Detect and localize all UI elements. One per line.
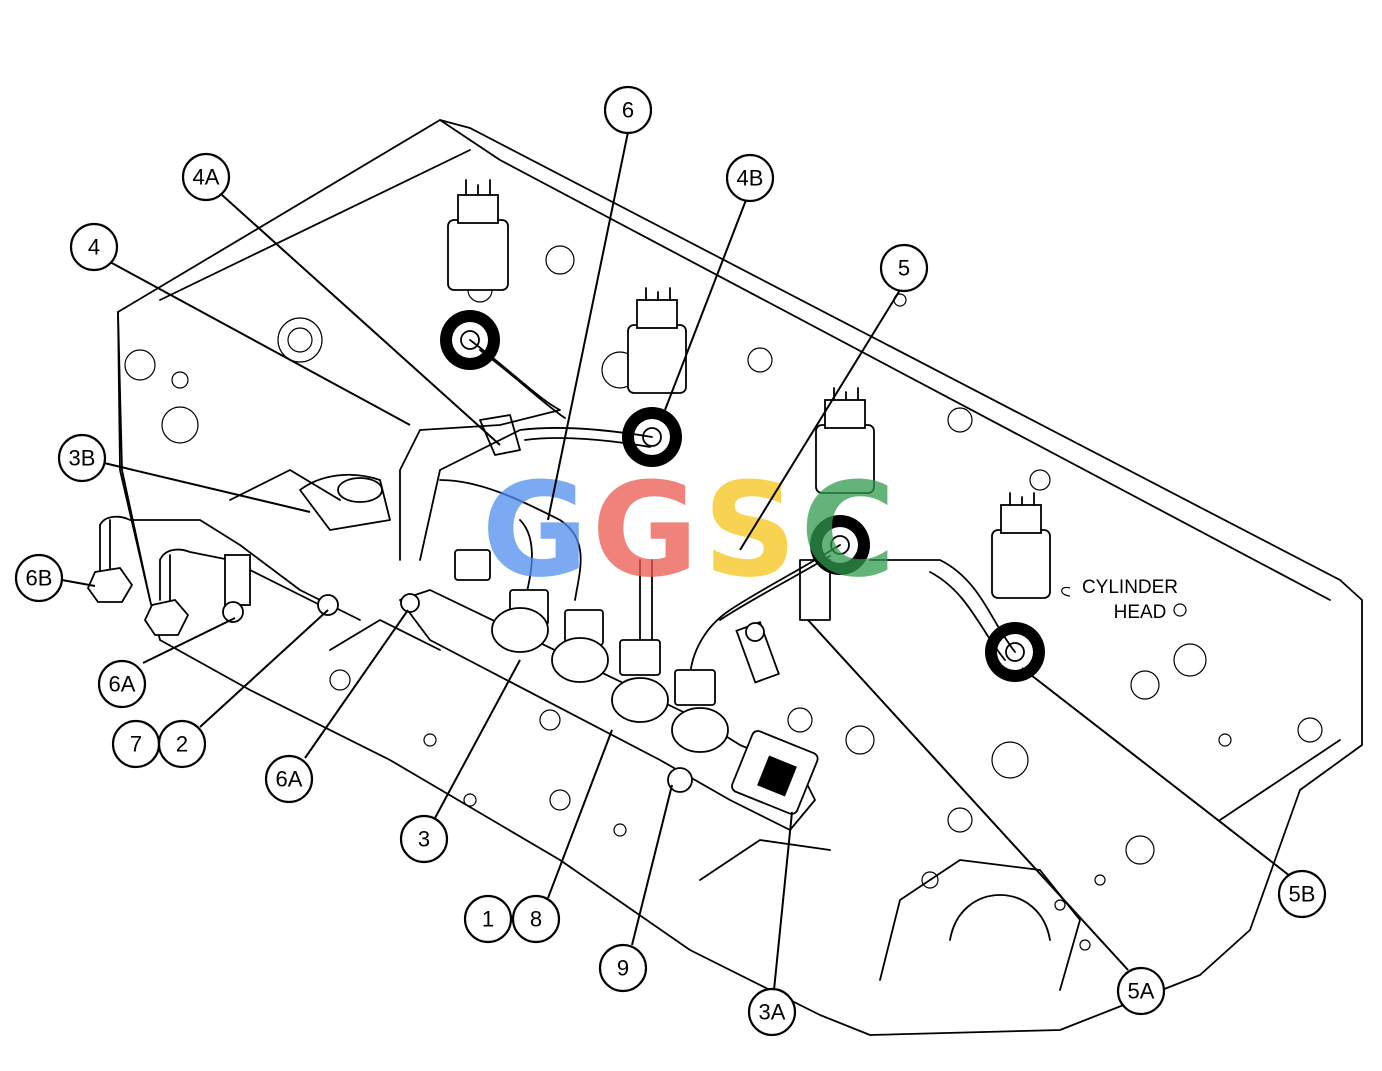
callout-5: 5 — [879, 243, 929, 293]
leader-lines — [61, 131, 1291, 991]
callout-5A: 5A — [1116, 966, 1166, 1016]
fuel-manifold — [86, 414, 831, 831]
injector-1 — [440, 179, 509, 370]
cylinder-head-label-line1: CYLINDER — [1082, 577, 1178, 598]
cylinder-head-label: CYLINDER HEAD — [1061, 577, 1178, 623]
svg-text:5: 5 — [898, 256, 910, 281]
svg-text:5A: 5A — [1128, 979, 1155, 1004]
callout-6B: 6B — [14, 553, 64, 603]
callout-1: 1 — [463, 894, 513, 944]
svg-text:6B: 6B — [26, 566, 53, 591]
ggsc-watermark: G G S C — [482, 454, 896, 606]
callout-3: 3 — [399, 814, 449, 864]
svg-text:5B: 5B — [1289, 882, 1316, 907]
fuel-lines — [99, 339, 1016, 681]
svg-text:4: 4 — [88, 235, 100, 260]
svg-text:6A: 6A — [109, 672, 136, 697]
svg-text:9: 9 — [617, 956, 629, 981]
watermark-letter-1: G — [482, 454, 589, 606]
injector-2 — [622, 287, 687, 467]
svg-text:4A: 4A — [193, 165, 220, 190]
watermark-letter-2: G — [592, 454, 699, 606]
callout-3B: 3B — [57, 433, 107, 483]
callout-3A: 3A — [747, 987, 797, 1037]
callout-8: 8 — [511, 894, 561, 944]
svg-text:3B: 3B — [69, 446, 96, 471]
watermark-letter-3: S — [703, 454, 797, 606]
callout-4A: 4A — [181, 152, 231, 202]
svg-text:1: 1 — [482, 907, 494, 932]
svg-text:7: 7 — [130, 732, 142, 757]
svg-text:4B: 4B — [737, 166, 764, 191]
callout-2: 2 — [157, 719, 207, 769]
callout-9: 9 — [598, 943, 648, 993]
callout-7: 7 — [111, 719, 161, 769]
callout-6A-left: 6A — [97, 659, 147, 709]
watermark-letter-4: C — [800, 454, 895, 606]
callout-6: 6 — [603, 85, 653, 135]
svg-text:6: 6 — [622, 98, 634, 123]
svg-text:3: 3 — [418, 827, 430, 852]
svg-text:2: 2 — [176, 732, 188, 757]
svg-text:3A: 3A — [759, 1000, 786, 1025]
svg-text:6A: 6A — [276, 767, 303, 792]
callout-4: 4 — [69, 222, 119, 272]
callout-6A-bottom: 6A — [264, 754, 314, 804]
callout-5B: 5B — [1277, 869, 1327, 919]
callout-4B: 4B — [725, 153, 775, 203]
injector-4 — [985, 492, 1051, 682]
cylinder-head-label-line2: HEAD — [1114, 602, 1167, 623]
svg-text:8: 8 — [530, 907, 542, 932]
